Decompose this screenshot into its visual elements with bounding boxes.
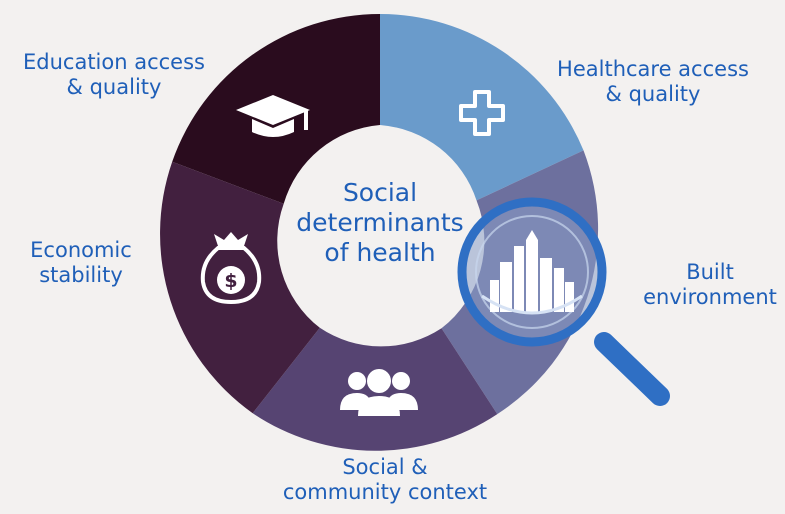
center-line-3: of health [324,238,436,267]
money-bag-icon: $ [200,232,262,305]
label-social-line2: community context [282,480,488,504]
label-social-community: Social & community context [235,455,535,505]
label-built-environment: Built environment [640,260,780,310]
segment-healthcare [380,13,584,201]
label-healthcare-line2: & quality [605,82,701,106]
medical-cross-icon [459,90,505,136]
center-line-1: Social [342,178,418,207]
label-social-line1: Social & [342,455,428,479]
label-education-line2: & quality [66,75,162,99]
label-economic-line1: Economic [30,238,132,262]
label-education: Education access & quality [4,50,224,100]
city-buildings-icon [490,230,574,312]
people-group-icon [340,369,418,416]
label-economic-line2: stability [39,263,123,287]
magnifier-icon [457,197,670,406]
label-education-line1: Education access [23,50,205,74]
center-title: Social determinants of health [290,178,470,268]
svg-text:$: $ [224,270,237,292]
label-built-line1: Built [686,260,734,284]
label-healthcare: Healthcare access & quality [535,57,771,107]
label-built-line2: environment [643,285,777,309]
label-economic: Economic stability [6,238,156,288]
graduation-cap-icon [236,95,310,137]
center-line-2: determinants [296,208,464,237]
label-healthcare-line1: Healthcare access [557,57,749,81]
